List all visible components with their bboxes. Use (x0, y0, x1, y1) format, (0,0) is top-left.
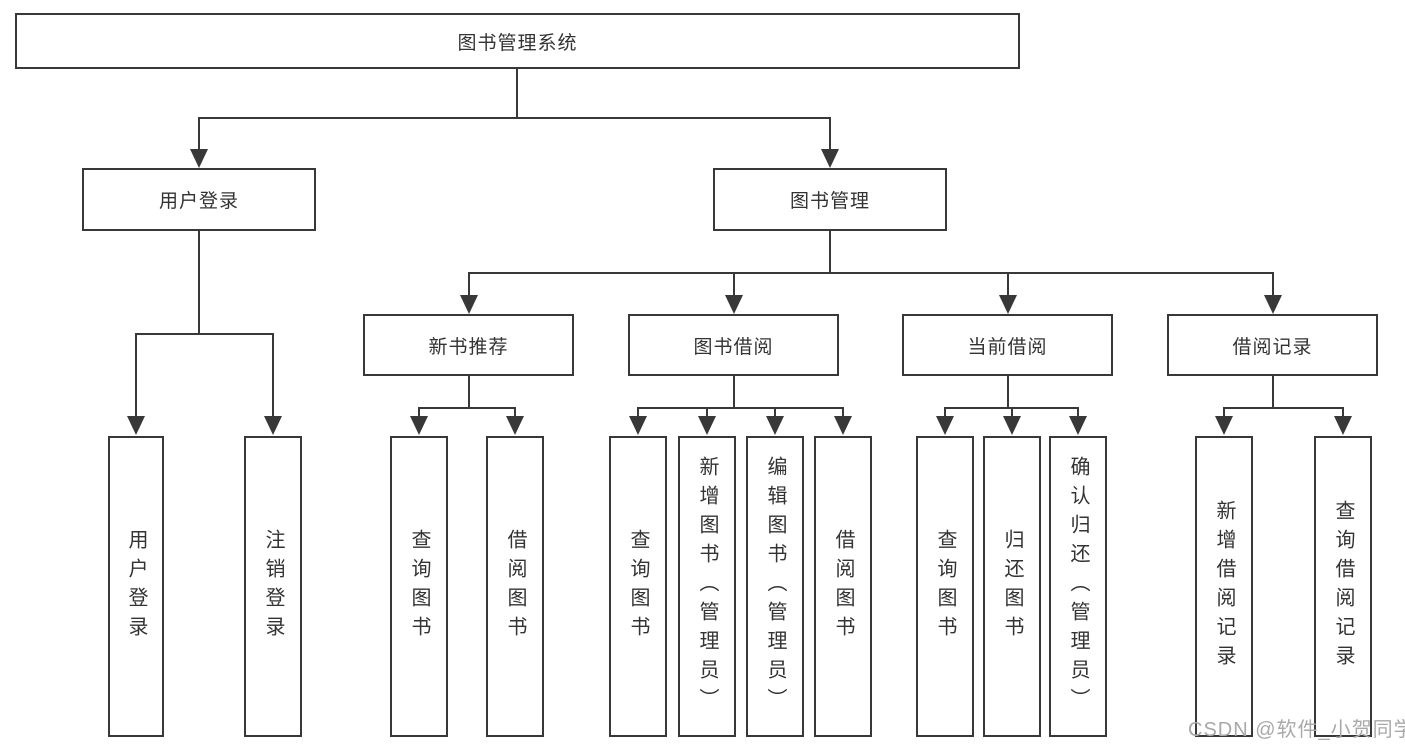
leaf-borrow-books-recommend: 借阅图书 (486, 436, 544, 737)
connector-borrow-stem (733, 376, 735, 407)
connector-records-fork (1223, 407, 1344, 409)
node-book-management: 图书管理 (713, 168, 947, 231)
node-borrow-records: 借阅记录 (1167, 314, 1378, 376)
leaf-query-books-current: 查询图书 (916, 436, 974, 737)
leaf-edit-books-admin: 编辑图书（管理员） (746, 436, 804, 737)
leaf-query-books-recommend: 查询图书 (390, 436, 448, 737)
csdn-watermark: CSDN @软件_小贺同学 (1188, 719, 1405, 741)
leaf-query-borrow-record: 查询借阅记录 (1314, 436, 1372, 737)
leaf-user-login: 用户登录 (108, 436, 164, 737)
arrow-to-leaf-borrow1 (506, 407, 524, 435)
leaf-logout: 注销登录 (244, 436, 302, 737)
leaf-borrow-books: 借阅图书 (814, 436, 872, 737)
connector-recommend-stem (468, 376, 470, 407)
connector-recommend-fork (418, 407, 516, 409)
arrow-to-book-borrow (725, 272, 743, 314)
arrow-to-leaf-return3 (1003, 407, 1021, 435)
arrow-to-leaf-query1 (410, 407, 428, 435)
arrow-to-book-management (821, 117, 839, 168)
arrow-to-leaf-confirm3 (1069, 407, 1087, 435)
connector-current-stem (1007, 376, 1009, 407)
connector-borrow-fork (637, 407, 844, 409)
connector-mgmt-stem (829, 231, 831, 272)
arrow-to-leaf-edit2 (766, 407, 784, 435)
leaf-add-borrow-record: 新增借阅记录 (1195, 436, 1253, 737)
arrow-to-leaf-query2 (629, 407, 647, 435)
arrow-to-leaf-query-record (1334, 407, 1352, 435)
arrow-to-leaf-query3 (936, 407, 954, 435)
node-user-login: 用户登录 (82, 168, 316, 231)
arrow-to-borrow-records (1264, 272, 1282, 314)
arrow-to-leaf-user-login (127, 333, 145, 435)
arrow-to-leaf-add2 (698, 407, 716, 435)
node-current-borrow: 当前借阅 (902, 314, 1113, 376)
arrow-to-new-recommend (460, 272, 478, 314)
arrow-to-user-login (190, 117, 208, 168)
connector-records-stem (1272, 376, 1274, 407)
leaf-add-books-admin: 新增图书（管理员） (678, 436, 736, 737)
arrow-to-leaf-add-record (1215, 407, 1233, 435)
leaf-query-books-borrow: 查询图书 (609, 436, 667, 737)
arrow-to-current-borrow (999, 272, 1017, 314)
node-book-borrow: 图书借阅 (628, 314, 839, 376)
connector-root-stem (516, 69, 518, 117)
leaf-return-books: 归还图书 (983, 436, 1041, 737)
node-root-library-system: 图书管理系统 (15, 13, 1020, 69)
node-new-book-recommend: 新书推荐 (363, 314, 574, 376)
connector-mgmt-fork (468, 272, 1273, 274)
leaf-confirm-return-admin: 确认归还（管理员） (1049, 436, 1107, 737)
connector-top-fork (198, 117, 831, 119)
arrow-to-leaf-logout (264, 333, 282, 435)
arrow-to-leaf-borrow2 (834, 407, 852, 435)
connector-user-fork (135, 333, 274, 335)
connector-user-stem (198, 231, 200, 333)
